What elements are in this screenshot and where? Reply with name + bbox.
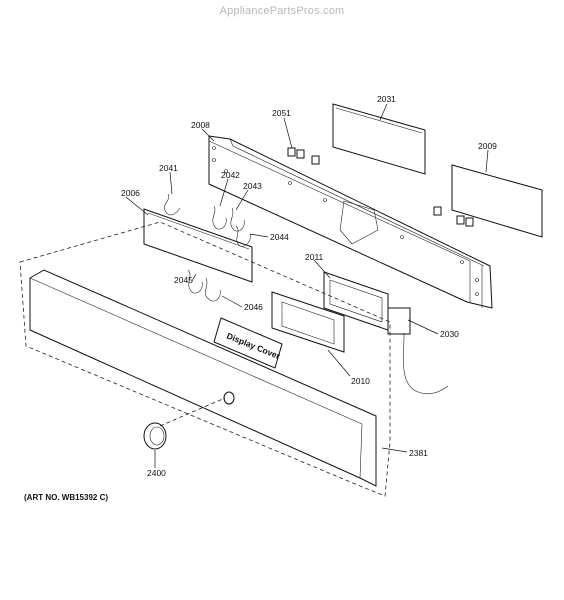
part-2006-board bbox=[143, 208, 253, 283]
wire-harnesses bbox=[164, 193, 251, 302]
callout-2046: 2046 bbox=[244, 302, 263, 312]
part-2030-sensor bbox=[387, 307, 449, 395]
callout-leader-lines bbox=[125, 103, 489, 468]
callout-2010: 2010 bbox=[351, 376, 370, 386]
callout-2008: 2008 bbox=[191, 120, 210, 130]
callout-2400: 2400 bbox=[147, 468, 166, 478]
part-2031-panel bbox=[332, 103, 426, 175]
callout-2031: 2031 bbox=[377, 94, 396, 104]
callout-2006: 2006 bbox=[121, 188, 140, 198]
callout-2041: 2041 bbox=[159, 163, 178, 173]
part-2009-panel bbox=[451, 164, 543, 238]
callout-2009: 2009 bbox=[478, 141, 497, 151]
callout-2044: 2044 bbox=[270, 232, 289, 242]
art-number: (ART NO. WB15392 C) bbox=[24, 493, 109, 502]
callout-2011: 2011 bbox=[305, 252, 324, 262]
watermark: AppliancePartsPros.com bbox=[219, 5, 345, 17]
callout-2045: 2045 bbox=[174, 275, 193, 285]
part-2010-frame bbox=[271, 291, 345, 353]
part-2051-clips bbox=[287, 147, 474, 227]
callout-2030: 2030 bbox=[440, 329, 459, 339]
part-2400-knob bbox=[143, 397, 226, 450]
callout-2042: 2042 bbox=[221, 170, 240, 180]
part-2381-front-panel bbox=[19, 221, 391, 497]
callout-2051: 2051 bbox=[272, 108, 291, 118]
part-2008-bracket bbox=[208, 135, 493, 309]
callout-2043: 2043 bbox=[243, 181, 262, 191]
callout-2381: 2381 bbox=[409, 448, 428, 458]
